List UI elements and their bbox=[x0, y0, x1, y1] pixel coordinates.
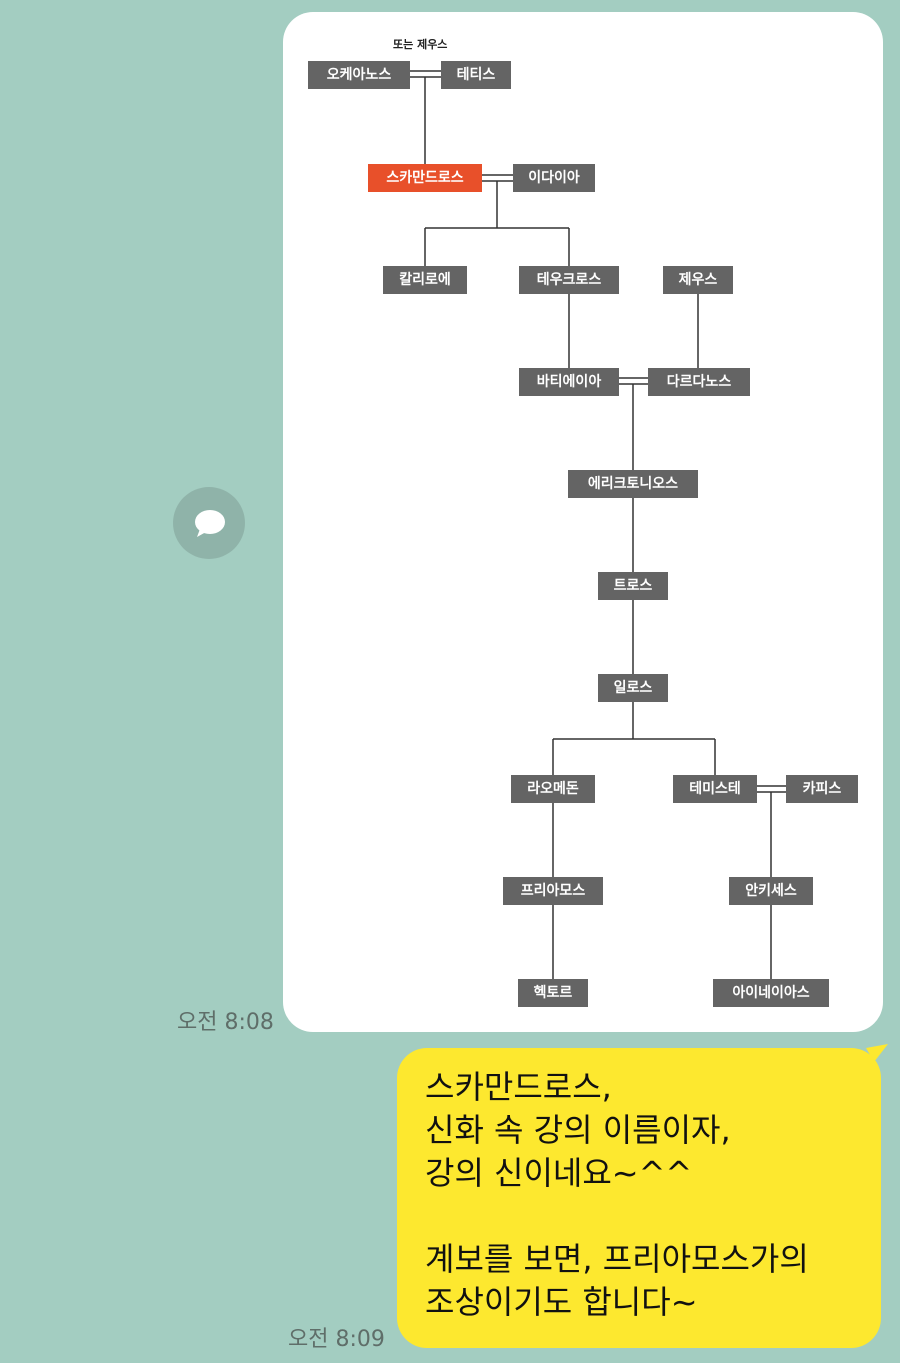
tree-node-tethys: 테티스 bbox=[441, 61, 511, 89]
tree-node-aineias: 아이네이아스 bbox=[713, 979, 829, 1007]
tree-node-priamos: 프리아모스 bbox=[503, 877, 603, 905]
tree-node-okeanos: 오케아노스 bbox=[308, 61, 410, 89]
outgoing-message-bubble[interactable]: 스카만드로스, 신화 속 강의 이름이자, 강의 신이네요~^^ 계보를 보면,… bbox=[397, 1048, 881, 1348]
message-line: 조상이기도 합니다~ bbox=[425, 1283, 698, 1321]
tree-node-tros: 트로스 bbox=[598, 572, 668, 600]
tree-node-bateia: 바티에이아 bbox=[519, 368, 619, 396]
tree-node-themiste: 테미스테 bbox=[673, 775, 757, 803]
message-line: 신화 속 강의 이름이자, bbox=[425, 1111, 731, 1149]
avatar[interactable] bbox=[173, 487, 245, 559]
tree-node-zeus: 제우스 bbox=[663, 266, 733, 294]
message-line: 강의 신이네요~^^ bbox=[425, 1154, 693, 1192]
tree-note: 또는 제우스 bbox=[393, 38, 448, 51]
message-line: 스카만드로스, bbox=[425, 1068, 612, 1106]
tree-node-kapys: 카피스 bbox=[786, 775, 858, 803]
tree-node-teukros: 테우크로스 bbox=[519, 266, 619, 294]
tree-node-kallirhoe: 칼리로에 bbox=[383, 266, 467, 294]
tree-node-hektor: 헥토르 bbox=[518, 979, 588, 1007]
tree-node-erichthonios: 에리크토니오스 bbox=[568, 470, 698, 498]
tree-node-skamandros: 스카만드로스 bbox=[368, 164, 482, 192]
tree-node-dardanos: 다르다노스 bbox=[648, 368, 750, 396]
tree-node-idaia: 이다이아 bbox=[513, 164, 595, 192]
family-tree-lines bbox=[410, 70, 786, 979]
tree-node-ilos: 일로스 bbox=[598, 674, 668, 702]
tree-node-anchises: 안키세스 bbox=[729, 877, 813, 905]
outgoing-timestamp: 오전 8:09 bbox=[288, 1327, 385, 1352]
tree-node-laomedon: 라오메돈 bbox=[511, 775, 595, 803]
message-line: 계보를 보면, 프리아모스가의 bbox=[425, 1240, 809, 1278]
family-tree-image[interactable]: 또는 제우스 오케아노스 테티스 스카만드로스 이다이아 칼리로에 테우크로스 … bbox=[283, 12, 883, 1032]
message-line bbox=[425, 1195, 861, 1238]
incoming-timestamp: 오전 8:08 bbox=[177, 1010, 274, 1035]
speech-bubble-icon bbox=[195, 510, 225, 537]
